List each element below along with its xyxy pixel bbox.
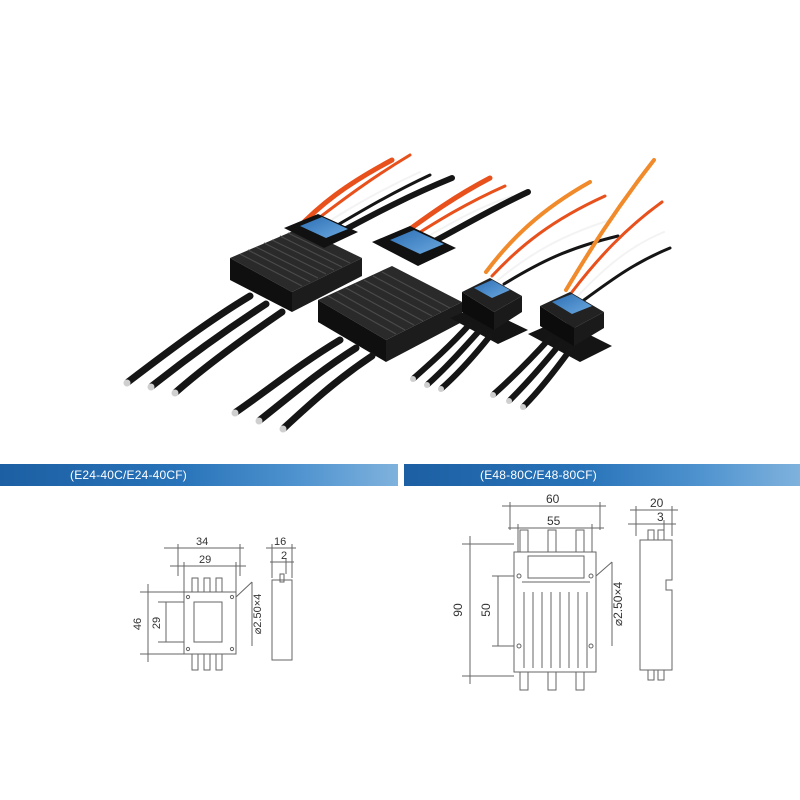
wire-tips (410, 376, 444, 392)
motor-wires (411, 321, 493, 391)
model-banner-e48: (E48-80C/E48-80CF) (404, 464, 800, 486)
dim-width-inner: 55 (547, 514, 561, 528)
dim-side-step: 2 (281, 550, 287, 562)
dim-height-inner: 29 (151, 617, 163, 629)
dim-width-outer: 60 (546, 492, 560, 506)
dim-height-outer: 90 (451, 603, 465, 617)
wire-tips (123, 379, 179, 397)
brand-label (474, 280, 510, 298)
side-view-e24 (266, 544, 296, 661)
motor-wires (491, 335, 573, 409)
signal-wires (484, 180, 620, 286)
motor-wires (232, 336, 376, 432)
model-label-e48: (E48-80C/E48-80CF) (480, 468, 597, 482)
dimension-labels-e24: 34 29 46 29 ⌀2.50×4 16 2 (132, 536, 287, 634)
heatsink-fins (327, 271, 451, 335)
dim-hole: ⌀2.50×4 (611, 582, 625, 627)
dimension-labels-e48: 60 55 90 50 ⌀2.50×4 20 3 (451, 492, 664, 626)
heatsink-fins (239, 232, 351, 287)
model-label-e24: (E24-40C/E24-40CF) (70, 468, 187, 482)
brand-label (300, 217, 348, 238)
dim-width-inner: 29 (199, 554, 211, 566)
dim-height-inner: 50 (479, 603, 493, 617)
dim-hole: ⌀2.50×4 (252, 594, 264, 635)
esc-large-1 (123, 153, 455, 397)
dimension-drawing-e24 (140, 544, 253, 671)
wire-tips (231, 409, 287, 433)
esc-small-1 (410, 180, 620, 392)
dim-width-outer: 34 (196, 536, 208, 548)
dim-side-width: 20 (650, 496, 664, 510)
dim-side-step: 3 (657, 510, 664, 524)
dim-height-outer: 46 (132, 618, 144, 630)
front-view (513, 529, 597, 691)
brand-label (552, 294, 592, 314)
front-view (183, 577, 237, 671)
signal-wires (564, 158, 672, 302)
dimension-drawing-e48 (462, 502, 613, 691)
esc-large-2 (231, 175, 531, 433)
dim-side-width: 16 (274, 536, 286, 548)
model-banner-e24: (E24-40C/E24-40CF) (0, 464, 398, 486)
brand-label (390, 230, 444, 254)
side-view-e48 (628, 506, 678, 681)
motor-wires (124, 292, 286, 396)
product-photo (123, 153, 672, 433)
esc-small-2 (490, 158, 672, 410)
wire-tips (490, 392, 526, 410)
